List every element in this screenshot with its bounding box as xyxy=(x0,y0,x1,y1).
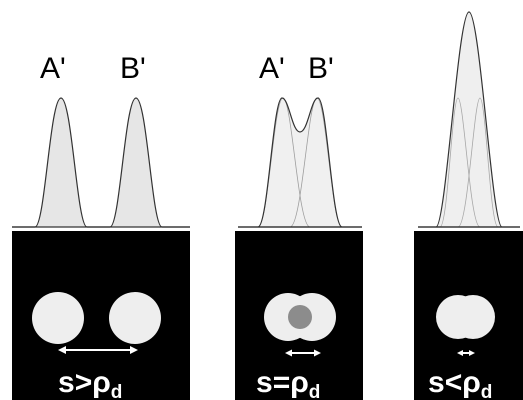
separation-label: s>ρd xyxy=(58,366,122,400)
separation-arrow xyxy=(285,349,321,357)
spot-a xyxy=(32,292,84,344)
peak-label-a: A' xyxy=(259,52,285,85)
separation-label: s<ρd xyxy=(428,366,492,400)
separation-arrow xyxy=(58,346,138,354)
panel-unresolved: s<ρd xyxy=(414,11,523,400)
peak-label-b: B' xyxy=(120,52,146,85)
intensity-envelope xyxy=(238,97,362,228)
spot-b xyxy=(451,295,495,339)
intensity-peak-a xyxy=(12,97,190,228)
intensity-envelope xyxy=(418,11,520,228)
peak-label-b: B' xyxy=(308,52,334,85)
separation-label: s=ρd xyxy=(256,366,320,400)
peak-label-a: A' xyxy=(40,52,66,85)
separation-arrow xyxy=(457,350,475,356)
panel-critical: A' B' s=ρd xyxy=(235,52,363,400)
panel-separated: A' B' s>ρd xyxy=(12,52,190,400)
spot-b xyxy=(109,292,161,344)
overlap-region xyxy=(288,305,312,329)
